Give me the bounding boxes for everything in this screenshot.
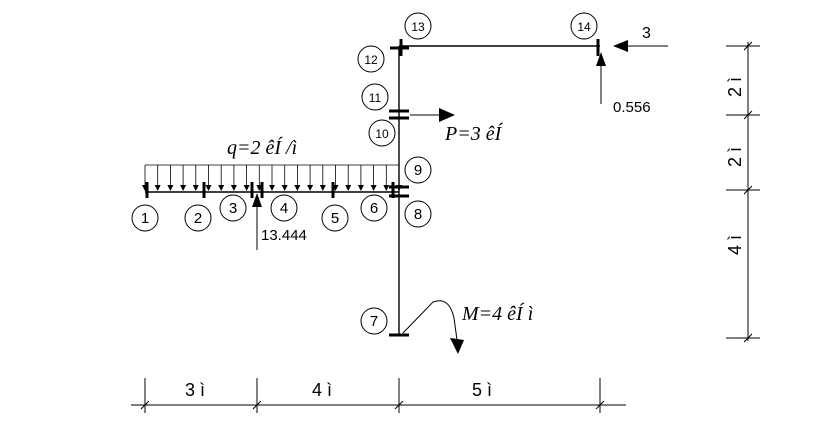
dim-right-3: 4 ì: [725, 235, 745, 255]
top-right-reaction: 0.556: [596, 52, 651, 116]
node-circle-11: [361, 83, 389, 111]
node-label-5: 5: [331, 210, 339, 227]
node-circle-13: [404, 12, 432, 40]
distributed-load-label: q=2 êÍ /ì: [227, 136, 297, 159]
node-circle-14: [570, 12, 598, 40]
reaction-value-top-right: 0.556: [613, 99, 651, 116]
node-circle-2: [184, 204, 212, 232]
reaction-value-support: 13.444: [261, 227, 307, 244]
node-label-3: 3: [229, 200, 237, 217]
node-label-13: 13: [411, 20, 425, 34]
node-label-9: 9: [414, 162, 422, 179]
node-circle-1: [131, 204, 159, 232]
node-circle-9: [404, 156, 432, 184]
node-circle-5: [321, 204, 349, 232]
dim-bottom-2: 4 ì: [312, 380, 332, 400]
node-label-2: 2: [194, 210, 202, 227]
dim-bottom-1: 3 ì: [185, 380, 205, 400]
moment-load: M=4 êÍ ì: [402, 300, 533, 354]
node-circle-7: [360, 307, 388, 335]
node-label-14: 14: [577, 20, 591, 34]
node-label-6: 6: [370, 200, 378, 217]
top-force-value: 3: [642, 25, 651, 42]
node-circle-10: [368, 119, 396, 147]
moment-label: M=4 êÍ ì: [461, 302, 533, 325]
point-load-label: P=3 êÍ: [444, 122, 504, 145]
node-label-7: 7: [370, 313, 378, 330]
node-circle-6: [360, 194, 388, 222]
node-label-12: 12: [364, 53, 378, 67]
node-label-10: 10: [375, 127, 389, 141]
point-load: P=3 êÍ: [410, 108, 504, 145]
distributed-load: [142, 164, 402, 191]
dim-bottom-3: 5 ì: [472, 380, 492, 400]
node-circle-8: [404, 200, 432, 228]
node-markers: [145, 39, 600, 337]
node-circle-12: [357, 45, 385, 73]
dim-right-2: 2 ì: [725, 147, 745, 167]
bottom-dimensions: 3 ì 4 ì 5 ì: [131, 378, 626, 413]
right-dimensions: 2 ì 2 ì 4 ì: [725, 41, 760, 343]
dim-right-1: 2 ì: [725, 77, 745, 97]
node-circle-3: [219, 194, 247, 222]
top-force: 3: [613, 25, 668, 52]
node-label-11: 11: [369, 91, 382, 105]
support-reaction: 13.444: [252, 193, 307, 250]
node-circle-4: [270, 194, 298, 222]
node-label-4: 4: [280, 200, 288, 217]
node-label-1: 1: [141, 210, 149, 227]
node-label-8: 8: [414, 206, 422, 223]
